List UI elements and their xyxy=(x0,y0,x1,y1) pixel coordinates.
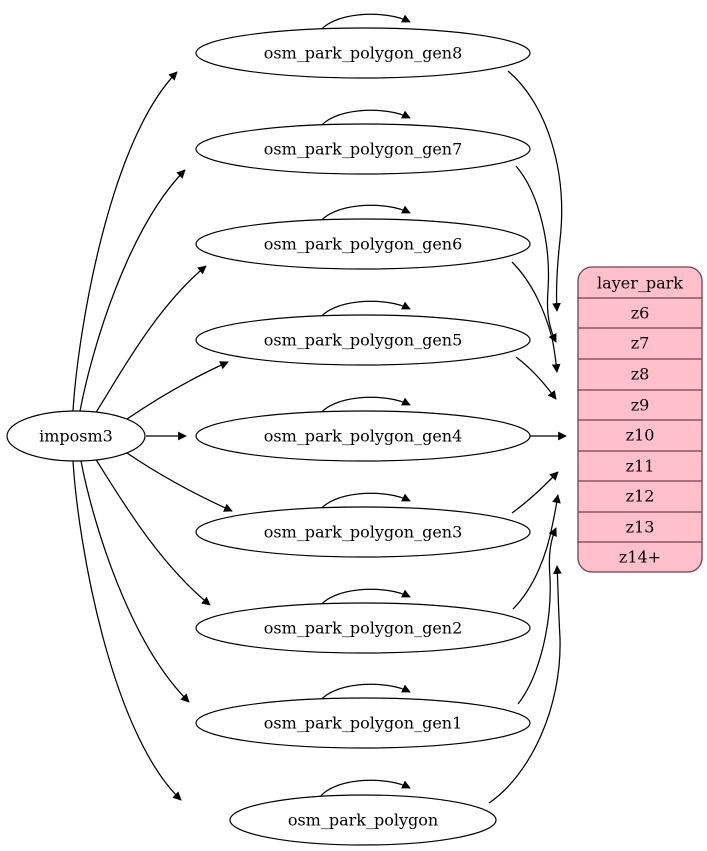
gen3-ellipse[interactable] xyxy=(195,506,531,558)
edge-gen6-to-z8 xyxy=(511,261,561,373)
osm-park-polygon-ellipse[interactable] xyxy=(229,794,497,846)
table-row-z6-label[interactable]: z6 xyxy=(631,304,650,323)
node-osm_park_polygon_gen3[interactable]: osm_park_polygon_gen3 xyxy=(195,506,531,558)
gen3-label: osm_park_polygon_gen3 xyxy=(264,523,463,542)
layer-park-header-label: layer_park xyxy=(597,274,683,293)
imposm3-label: imposm3 xyxy=(39,427,113,446)
osm-park-polygon-label: osm_park_polygon xyxy=(288,811,438,830)
table-row-z12-label[interactable]: z12 xyxy=(626,487,655,506)
edge-gen1-to-z13 xyxy=(517,527,557,705)
edge-imposm3-to-osm-park-polygon xyxy=(72,460,182,801)
self-loop-gen8 xyxy=(317,13,411,35)
self-loop-gen3 xyxy=(317,492,411,514)
gen5-ellipse[interactable] xyxy=(195,314,531,366)
edge-gen7-to-z7 xyxy=(515,165,557,343)
edge-imposm3-to-gen7 xyxy=(79,169,186,412)
self-loop-osm-park-polygon xyxy=(317,779,411,801)
node-osm_park_polygon_gen2[interactable]: osm_park_polygon_gen2 xyxy=(195,602,531,654)
self-loop-gen7 xyxy=(317,109,411,131)
edge-imposm3-to-gen2 xyxy=(94,457,211,606)
node-osm_park_polygon[interactable]: osm_park_polygon xyxy=(229,794,497,846)
self-loop-gen5 xyxy=(317,300,411,322)
gen2-ellipse[interactable] xyxy=(195,602,531,654)
gen8-ellipse[interactable] xyxy=(195,27,531,79)
edge-imposm3-to-gen3 xyxy=(126,452,233,512)
edges-to-table xyxy=(488,70,567,804)
self-loop-gen1 xyxy=(317,683,411,705)
self-loop-edges xyxy=(317,13,411,801)
gen1-ellipse[interactable] xyxy=(195,697,531,749)
gen7-ellipse[interactable] xyxy=(195,123,531,175)
edge-imposm3-to-gen6 xyxy=(94,265,207,415)
node-osm_park_polygon_gen4[interactable]: osm_park_polygon_gen4 xyxy=(195,410,531,462)
self-loop-gen6 xyxy=(317,204,411,226)
edge-osm-park-polygon-to-z14 xyxy=(488,565,562,804)
node-osm_park_polygon_gen8[interactable]: osm_park_polygon_gen8 xyxy=(195,27,531,79)
gen7-label: osm_park_polygon_gen7 xyxy=(264,140,463,159)
node-osm_park_polygon_gen6[interactable]: osm_park_polygon_gen6 xyxy=(195,218,531,270)
edge-imposm3-to-gen5 xyxy=(126,361,229,420)
self-loop-gen2 xyxy=(317,588,411,610)
node-layer_park-table[interactable]: layer_park z6 z7 z8 z9 z10 z11 z12 z13 z… xyxy=(577,266,703,573)
self-loop-gen4 xyxy=(317,396,411,418)
table-row-z11-label[interactable]: z11 xyxy=(626,457,655,476)
edge-imposm3-to-gen1 xyxy=(80,460,190,703)
gen6-label: osm_park_polygon_gen6 xyxy=(264,235,463,254)
table-row-z14-label[interactable]: z14+ xyxy=(619,548,661,567)
edges-from-source xyxy=(72,71,233,801)
table-row-z9-label[interactable]: z9 xyxy=(631,396,650,415)
edge-gen3-to-z11 xyxy=(511,471,559,514)
table-row-z10-label[interactable]: z10 xyxy=(626,426,655,445)
edge-imposm3-to-gen8 xyxy=(72,71,178,412)
gen6-ellipse[interactable] xyxy=(195,218,531,270)
node-imposm3[interactable]: imposm3 xyxy=(6,410,146,462)
gen5-label: osm_park_polygon_gen5 xyxy=(264,331,463,350)
edge-gen5-to-z9 xyxy=(515,356,557,400)
node-osm_park_polygon_gen5[interactable]: osm_park_polygon_gen5 xyxy=(195,314,531,366)
table-row-z7-label[interactable]: z7 xyxy=(631,334,650,353)
edge-gen8-to-z6 xyxy=(507,70,563,312)
gen4-label: osm_park_polygon_gen4 xyxy=(264,427,463,446)
edge-gen2-to-z12 xyxy=(512,494,561,610)
node-osm_park_polygon_gen1[interactable]: osm_park_polygon_gen1 xyxy=(195,697,531,749)
table-row-z8-label[interactable]: z8 xyxy=(631,365,650,384)
imposm3-ellipse[interactable] xyxy=(6,410,146,462)
table-row-z13-label[interactable]: z13 xyxy=(626,518,655,537)
gen2-label: osm_park_polygon_gen2 xyxy=(264,619,463,638)
gen8-label: osm_park_polygon_gen8 xyxy=(264,44,463,63)
node-osm_park_polygon_gen7[interactable]: osm_park_polygon_gen7 xyxy=(195,123,531,175)
gen4-ellipse[interactable] xyxy=(195,410,531,462)
gen1-label: osm_park_polygon_gen1 xyxy=(264,714,463,733)
